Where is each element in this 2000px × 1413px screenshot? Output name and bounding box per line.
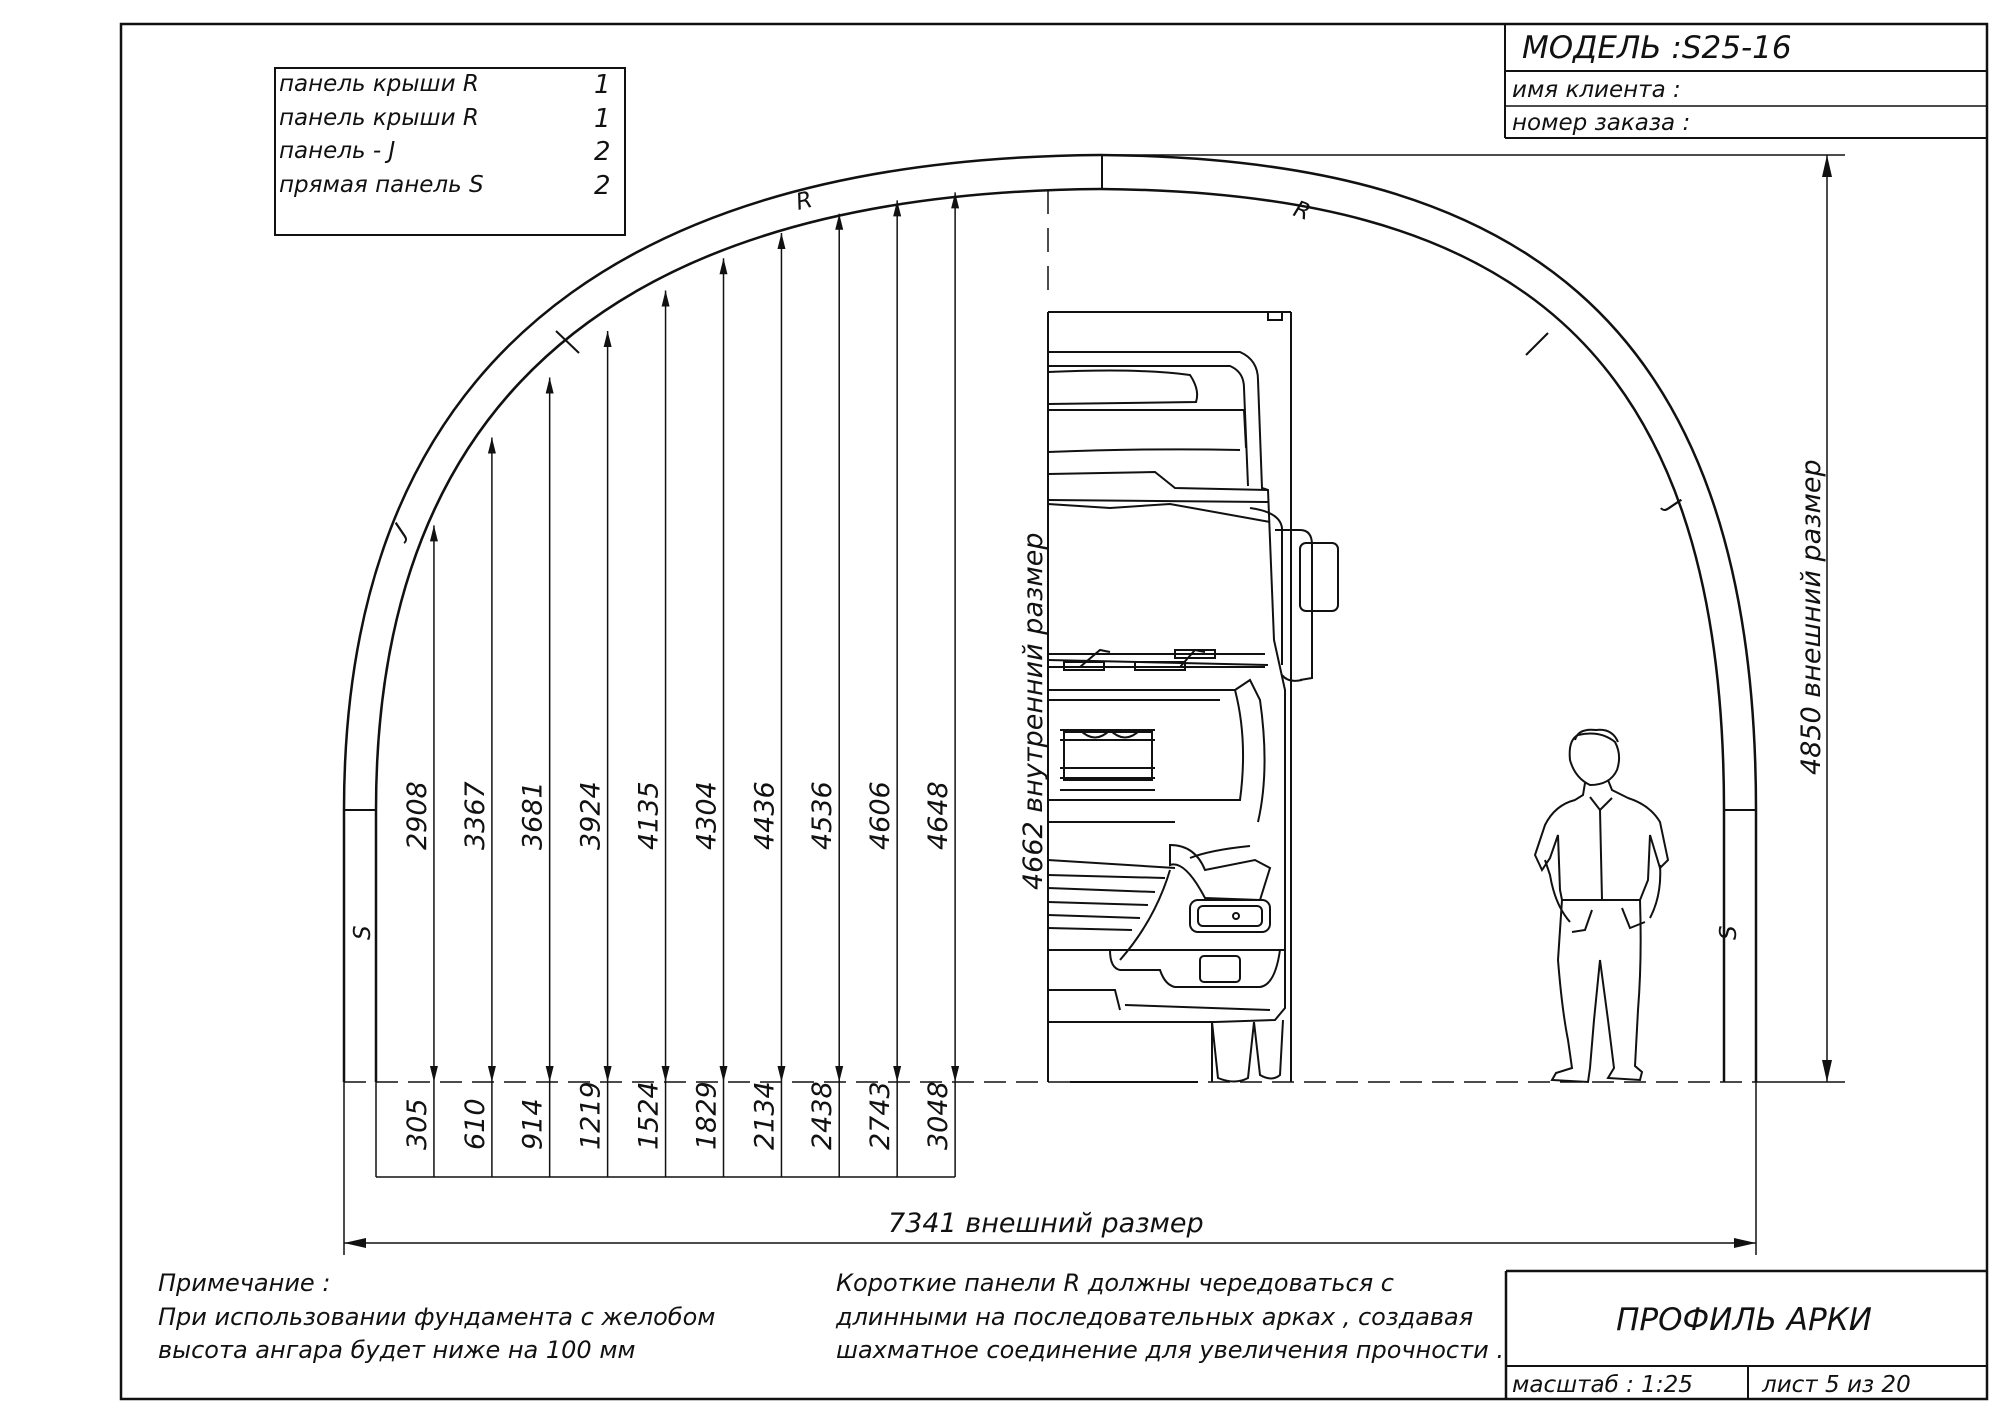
height-arrow-top <box>545 377 554 394</box>
offset-label: 2743 <box>865 1081 896 1150</box>
height-arrow-top <box>429 525 438 542</box>
height-measurements: 2908 305 3367 610 3681 914 3924 1219 4135 1524 430… <box>375 192 960 1178</box>
legend-qty-1: 1 <box>594 70 611 100</box>
panel-tag-r-right: R <box>1290 196 1314 226</box>
note-right-line-1: Короткие панели R должны чередоваться с <box>836 1269 1394 1297</box>
legend-name-4: прямая панель S <box>279 172 484 198</box>
height-arrow-top <box>777 232 786 249</box>
outer-height-label: 4850 внешний размер <box>1796 459 1827 775</box>
drawing-title: ПРОФИЛЬ АРКИ <box>1616 1302 1872 1338</box>
offset-label: 1524 <box>634 1081 665 1150</box>
height-arrow-bottom <box>603 1066 612 1082</box>
panel-legend: панель крыши R 1 панель крыши R 1 панель… <box>274 67 626 236</box>
height-arrow-bottom <box>719 1066 728 1082</box>
height-label: 3367 <box>460 781 491 850</box>
height-label: 4436 <box>749 781 780 850</box>
legend-qty-3: 2 <box>594 137 611 167</box>
height-arrow-top <box>603 330 612 347</box>
legend-name-2: панель крыши R <box>279 105 479 131</box>
note-left-line-2: высота ангара будет ниже на 100 мм <box>158 1336 636 1364</box>
offset-label: 2438 <box>807 1081 838 1150</box>
height-arrow-bottom <box>951 1066 960 1082</box>
height-arrow-bottom <box>545 1066 554 1082</box>
height-label: 4606 <box>865 781 896 850</box>
panel-tag-s-left: S <box>350 925 376 940</box>
height-arrow-top <box>661 290 670 307</box>
height-label: 4135 <box>634 781 665 850</box>
inner-height-label: 4662 внутренний размер <box>1018 533 1049 890</box>
title-block-top: МОДЕЛЬ :S25-16 имя клиента : номер заказ… <box>1504 24 1987 139</box>
legend-qty-2: 1 <box>594 104 611 134</box>
panel-tag-r-left: R <box>794 187 815 216</box>
drawing-frame <box>119 22 1989 1401</box>
height-arrow-bottom <box>893 1066 902 1082</box>
height-arrow-bottom <box>777 1066 786 1082</box>
panel-tag-s-right: S <box>1716 925 1742 940</box>
height-arrow-top <box>893 200 902 217</box>
height-arrow-top <box>835 213 844 230</box>
height-arrow-bottom <box>661 1066 670 1082</box>
offset-label: 610 <box>460 1098 491 1150</box>
note-left-title: Примечание : <box>158 1269 330 1297</box>
height-arrow-top <box>719 258 728 275</box>
height-arrow-top <box>951 192 960 209</box>
height-arrow-top <box>487 437 496 454</box>
width-dimension: 7341 внешний размер <box>343 1082 1757 1255</box>
offset-label: 914 <box>518 1098 549 1150</box>
order-label: номер заказа : <box>1512 110 1690 136</box>
offset-label: 1829 <box>692 1081 723 1150</box>
width-dimension-label: 7341 внешний размер <box>888 1208 1204 1239</box>
sheet-label: лист 5 из 20 <box>1761 1372 1911 1398</box>
height-label: 4536 <box>807 781 838 850</box>
height-label: 2908 <box>402 781 433 850</box>
note-right-line-2: длинными на последовательных арках , соз… <box>835 1303 1473 1331</box>
note-right-line-3: шахматное соединение для увеличения проч… <box>836 1336 1504 1364</box>
height-arrow-bottom <box>429 1066 438 1082</box>
arch-outline <box>342 153 1845 1083</box>
title-block-bottom: ПРОФИЛЬ АРКИ масштаб : 1:25 лист 5 из 20 <box>1504 1269 1987 1399</box>
legend-name-1: панель крыши R <box>279 71 479 97</box>
legend-qty-4: 2 <box>594 171 611 201</box>
offset-label: 3048 <box>923 1081 954 1150</box>
scale-label: масштаб : 1:25 <box>1512 1372 1693 1398</box>
height-label: 3924 <box>576 781 607 850</box>
note-left-line-1: При использовании фундамента с желобом <box>158 1303 715 1331</box>
legend-name-3: панель - J <box>279 138 395 164</box>
outer-height-dimension: 4850 внешний размер <box>1796 155 1832 1082</box>
offset-label: 305 <box>402 1098 433 1150</box>
model-label: МОДЕЛЬ :S25-16 <box>1522 30 1792 66</box>
panel-tag-j-right: J <box>1659 491 1685 517</box>
height-label: 3681 <box>518 781 549 850</box>
offset-label: 2134 <box>749 1081 780 1150</box>
offset-label: 1219 <box>576 1081 607 1150</box>
truck-front-view <box>1047 311 1339 1083</box>
height-arrow-bottom <box>835 1066 844 1082</box>
panel-tag-j-left: J <box>387 519 413 545</box>
height-label: 4304 <box>692 781 723 850</box>
height-label: 4648 <box>923 781 954 850</box>
client-label: имя клиента : <box>1512 77 1681 103</box>
height-arrow-bottom <box>487 1066 496 1082</box>
human-figure <box>1533 728 1670 1084</box>
